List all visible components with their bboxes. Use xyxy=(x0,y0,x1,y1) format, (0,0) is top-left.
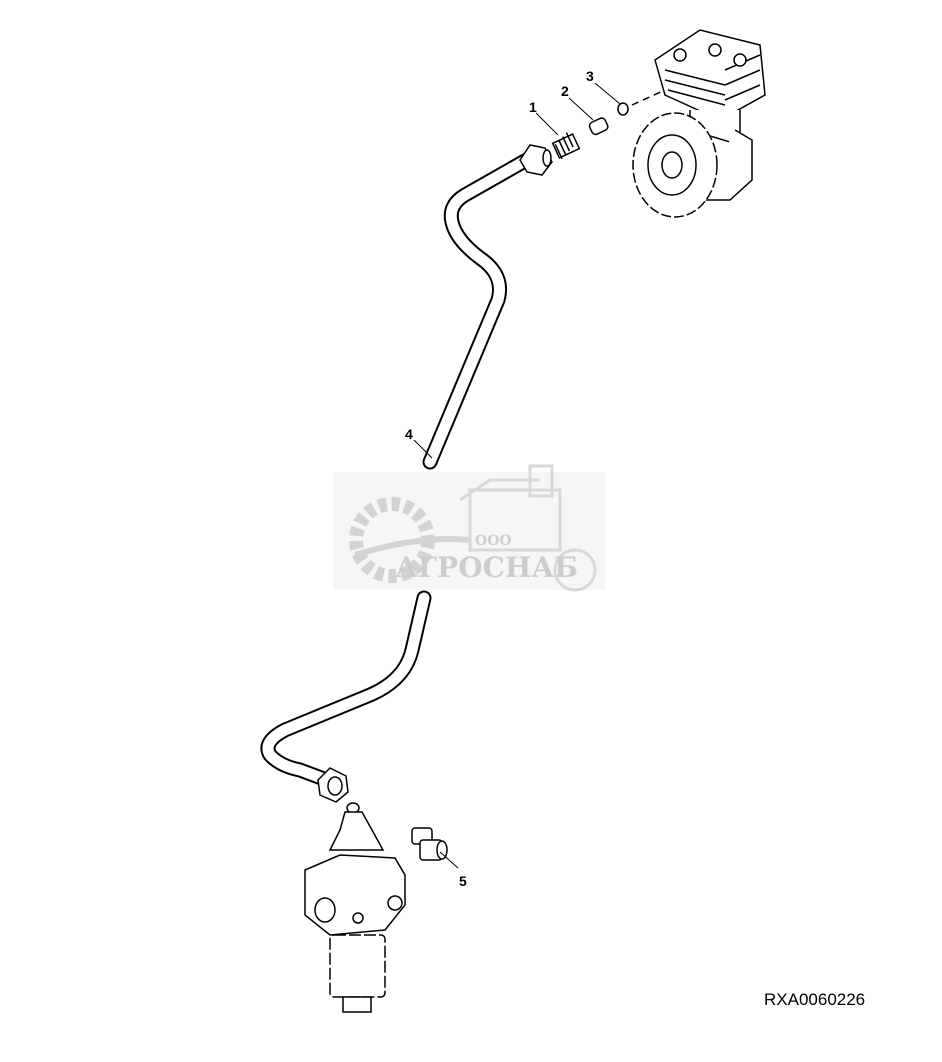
elbow-fitting-part-5 xyxy=(411,827,448,861)
agrosnab-watermark: ООО АГРОСНАБ xyxy=(333,464,605,592)
callout-3: 3 xyxy=(586,68,594,84)
callout-2: 2 xyxy=(561,83,569,99)
pressure-valve xyxy=(304,802,406,1013)
watermark-prefix: ООО xyxy=(475,533,512,549)
watermark-name: АГРОСНАБ xyxy=(395,551,578,584)
leader-lines xyxy=(413,82,621,869)
callout-5: 5 xyxy=(459,873,467,889)
o-ring-part-3 xyxy=(617,102,629,116)
sleeve-part-2 xyxy=(588,117,609,136)
tube xyxy=(260,150,538,790)
callout-1: 1 xyxy=(529,99,537,115)
air-compressor xyxy=(632,29,766,218)
assembly-line xyxy=(631,89,666,106)
tube-nut-lower xyxy=(317,767,349,803)
figure-code: RXA0060226 xyxy=(764,990,866,1009)
tube-nut-upper xyxy=(519,144,553,176)
fitting-part-1 xyxy=(551,132,581,160)
callout-4: 4 xyxy=(405,426,413,442)
